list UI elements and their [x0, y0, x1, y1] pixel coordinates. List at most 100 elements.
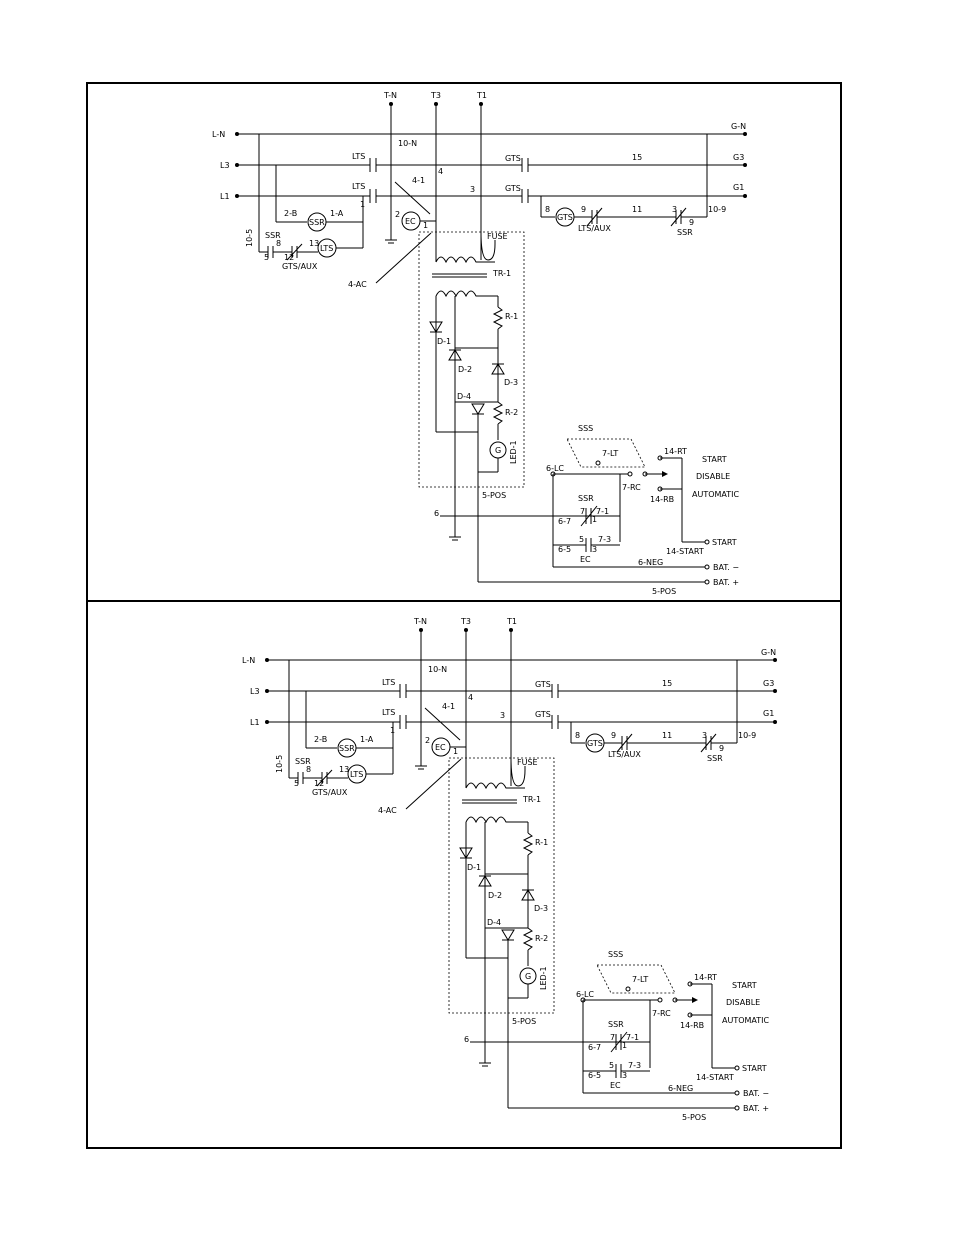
diagram-frame [86, 82, 842, 1149]
label-2b: 2-B [284, 209, 297, 218]
label-11: 11 [632, 205, 642, 214]
label-d4: D-4 [487, 918, 501, 927]
label-sss: SSS [578, 424, 593, 433]
label-8: 8 [276, 239, 281, 248]
label-bat-neg: BAT. − [743, 1089, 769, 1098]
schematic-panel-bottom: T-N T3 T1 L-N L3 L1 G-N G3 G1 10-N LTS L… [242, 617, 777, 1122]
label-6-5: 6-5 [588, 1071, 601, 1080]
label-led1: LED-1 [539, 966, 548, 990]
label-4ac: 4-AC [378, 806, 397, 815]
label-gts-aux: GTS/AUX [282, 262, 318, 271]
label-g: G [525, 972, 531, 981]
diode-d3-icon [521, 889, 535, 901]
label-10n: 10-N [398, 139, 417, 148]
label-1b: 1 [423, 221, 428, 230]
label-ssr-d: SSR [578, 494, 594, 503]
label-7-1: 7-1 [596, 507, 609, 516]
diode-d2-icon [478, 875, 492, 887]
label-l1: L1 [250, 718, 260, 727]
panel-divider [86, 600, 842, 602]
label-lts-a: LTS [352, 152, 365, 161]
label-3: 3 [500, 711, 505, 720]
label-10-5: 10-5 [245, 229, 254, 247]
label-12: 12 [284, 253, 294, 262]
label-start-a: START [732, 981, 757, 990]
label-ec-b: EC [610, 1081, 621, 1090]
label-8: 8 [306, 765, 311, 774]
label-lts-a: LTS [382, 678, 395, 687]
label-8b: 8 [575, 731, 580, 740]
label-ec-b: EC [580, 555, 591, 564]
diode-d4-icon [501, 929, 515, 941]
label-r2: R-2 [505, 408, 518, 417]
label-d1: D-1 [437, 337, 451, 346]
label-5pos: 5-POS [482, 491, 506, 500]
label-7rc: 7-RC [652, 1009, 671, 1018]
label-lts-b: LTS [382, 708, 395, 717]
label-4-1: 4-1 [442, 702, 455, 711]
label-gn: G-N [761, 648, 776, 657]
diode-d4-icon [471, 403, 485, 415]
label-4ac: 4-AC [348, 280, 367, 289]
label-ssr-coil: SSR [339, 744, 355, 753]
label-led1: LED-1 [509, 440, 518, 464]
label-ssr-b: SSR [295, 757, 311, 766]
label-g1: G1 [763, 709, 774, 718]
diode-d1-icon [459, 847, 473, 859]
label-5pos-b: 5-POS [652, 587, 676, 596]
label-ln: L-N [242, 656, 255, 665]
label-5b: 5 [609, 1061, 614, 1070]
label-g1: G1 [733, 183, 744, 192]
label-d1: D-1 [467, 863, 481, 872]
label-10n: 10-N [428, 665, 447, 674]
label-gts-a: GTS [505, 154, 521, 163]
label-5: 5 [294, 779, 299, 788]
label-bat-neg: BAT. − [713, 563, 739, 572]
label-tr1: TR-1 [492, 269, 511, 278]
label-ec: EC [435, 743, 446, 752]
label-7: 7 [610, 1033, 615, 1042]
label-tn: T-N [383, 91, 397, 100]
label-6: 6 [464, 1035, 469, 1044]
label-start-b: START [712, 538, 737, 547]
label-3d: 3 [592, 545, 597, 554]
label-ssr-c: SSR [677, 228, 693, 237]
resistor-r2-icon [522, 927, 534, 951]
label-ec: EC [405, 217, 416, 226]
label-tr1: TR-1 [522, 795, 541, 804]
label-6: 6 [434, 509, 439, 518]
label-g3: G3 [763, 679, 774, 688]
label-d2: D-2 [458, 365, 472, 374]
label-15: 15 [662, 679, 672, 688]
label-tn: T-N [413, 617, 427, 626]
label-6lc: 6-LC [546, 464, 564, 473]
label-6-5: 6-5 [558, 545, 571, 554]
label-t1: T1 [506, 617, 517, 626]
label-gts-coil: GTS [557, 213, 573, 222]
label-d3: D-3 [504, 378, 518, 387]
schematic: T-N T3 T1 L-N L3 L1 G-N G3 G1 10-N LTS L… [242, 617, 777, 1122]
label-4: 4 [438, 167, 443, 176]
label-t1: T1 [476, 91, 487, 100]
label-5pos: 5-POS [512, 1017, 536, 1026]
label-7lt: 7-LT [632, 975, 648, 984]
label-5pos-b: 5-POS [682, 1113, 706, 1122]
label-ssr-b: SSR [265, 231, 281, 240]
label-14rt: 14-RT [694, 973, 717, 982]
label-14rb: 14-RB [650, 495, 674, 504]
module-box [418, 231, 525, 488]
label-bat-pos: BAT. + [743, 1104, 769, 1113]
label-2: 2 [425, 736, 430, 745]
label-1c: 1 [622, 1041, 627, 1050]
label-7-3: 7-3 [598, 535, 611, 544]
label-6-7: 6-7 [588, 1043, 601, 1052]
label-1a: 1-A [330, 209, 344, 218]
label-12: 12 [314, 779, 324, 788]
label-6-7: 6-7 [558, 517, 571, 526]
label-lts-coil: LTS [320, 244, 333, 253]
label-9b: 9 [719, 744, 724, 753]
label-fuse: FUSE [487, 232, 508, 241]
schematic: T-N T3 T1 L-N L3 L1 G-N G3 G1 10-N LTS L… [212, 91, 747, 596]
label-start-a: START [702, 455, 727, 464]
label-15: 15 [632, 153, 642, 162]
